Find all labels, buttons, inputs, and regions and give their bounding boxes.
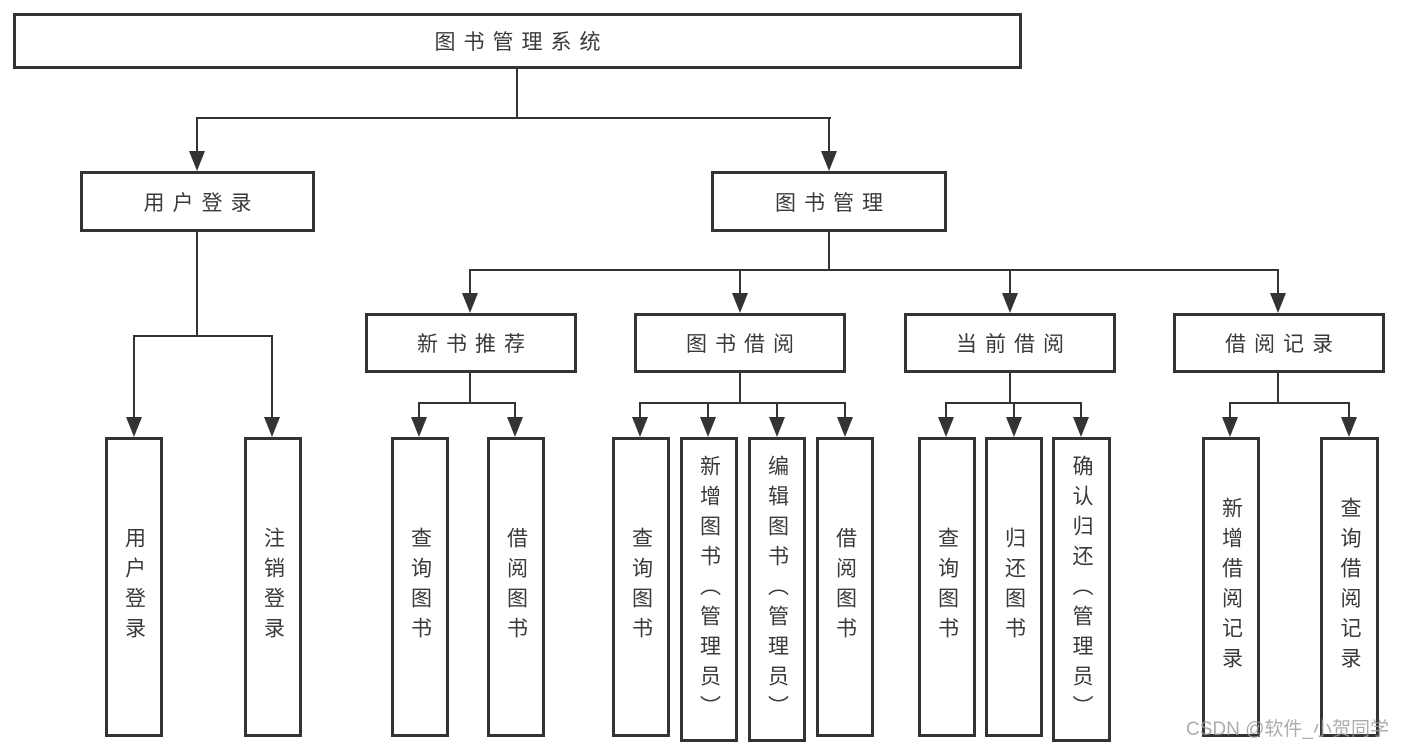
arrow-down-icon [1002,293,1018,313]
node-query-borrowing-record: 查询借阅记录 [1320,437,1379,737]
connector-shaft [1348,402,1350,419]
connector-shaft [776,402,778,419]
node-logout: 注销登录 [244,437,302,737]
connector-stub [469,372,471,403]
node-book-borrowing: 图书借阅 [634,313,846,373]
connector-shaft [271,335,273,417]
connector-shaft [739,269,741,295]
connector-shaft [945,402,947,419]
node-book-management-system: 图书管理系统 [13,13,1022,69]
connector-shaft [1277,269,1279,295]
connector-shaft [133,335,135,417]
node-edit-books-admin: 编辑图书（管理员） [748,437,806,742]
node-label: 图书管理系统 [434,31,609,54]
node-label: 新增借阅记录 [1219,497,1243,677]
connector-shaft [639,402,641,419]
arrow-down-icon [732,293,748,313]
arrow-down-icon [411,417,427,437]
node-return-books: 归还图书 [985,437,1043,737]
arrow-down-icon [700,417,716,437]
watermark: CSDN @软件_小贺同学 [1186,719,1389,740]
node-borrow-books-recommendation: 借阅图书 [487,437,545,737]
node-add-books-admin: 新增图书（管理员） [680,437,738,742]
connector-root-stub [516,69,518,118]
arrow-down-icon [1222,417,1238,437]
connector-shaft [469,269,471,295]
connector-shaft [1080,402,1082,419]
node-label: 新增图书（管理员） [697,454,721,725]
node-label: 查询图书 [629,527,653,647]
connector-rail [639,402,846,404]
node-borrowing-records: 借阅记录 [1173,313,1385,373]
arrow-down-icon [507,417,523,437]
connector-shaft [1229,402,1231,419]
node-user-login-branch: 用户登录 [80,171,315,232]
connector-shaft [844,402,846,419]
node-label: 借阅图书 [504,527,528,647]
node-book-management-branch: 图书管理 [711,171,947,232]
node-label: 归还图书 [1002,527,1026,647]
connector-shaft [1013,402,1015,419]
node-query-books-current: 查询图书 [918,437,976,737]
node-label: 确认归还（管理员） [1070,454,1093,725]
node-label: 编辑图书（管理员） [765,454,789,725]
node-label: 查询图书 [935,527,959,647]
connector-user-login-rail [133,335,273,337]
node-add-borrowing-record: 新增借阅记录 [1202,437,1260,737]
arrow-down-icon [189,151,205,171]
node-confirm-return-admin: 确认归还（管理员） [1052,437,1111,742]
arrow-down-icon [837,417,853,437]
arrow-down-icon [264,417,280,437]
node-label: 图书借阅 [686,333,802,356]
connector-shaft [514,402,516,419]
connector-rail [1229,402,1350,404]
arrow-down-icon [632,417,648,437]
arrow-down-icon [1073,417,1089,437]
connector-stub [1277,372,1279,403]
node-query-books-recommendation: 查询图书 [391,437,449,737]
connector-shaft [1009,269,1011,295]
arrow-down-icon [1270,293,1286,313]
node-label: 查询图书 [408,527,432,647]
node-label: 查询借阅记录 [1338,497,1361,677]
arrow-down-icon [126,417,142,437]
arrow-down-icon [821,151,837,171]
node-current-borrowing: 当前借阅 [904,313,1116,373]
arrow-down-icon [1341,417,1357,437]
arrow-down-icon [769,417,785,437]
node-label: 图书管理 [775,191,891,215]
node-new-book-recommendation: 新书推荐 [365,313,577,373]
node-label: 新书推荐 [417,333,533,356]
connector-level1-rail [196,117,831,119]
connector-stub [739,372,741,403]
node-label: 借阅记录 [1225,333,1341,356]
connector-shaft [418,402,420,419]
connector-rail [418,402,516,404]
node-borrow-books-leaf: 借阅图书 [816,437,874,737]
node-query-books-borrowing: 查询图书 [612,437,670,737]
arrow-down-icon [1006,417,1022,437]
connector-shaft [828,117,830,151]
node-label: 用户登录 [143,191,260,215]
arrow-down-icon [462,293,478,313]
node-label: 用户登录 [122,527,146,647]
connector-shaft [196,117,198,151]
connector-book-mgmt-stub [828,231,830,271]
node-label: 借阅图书 [833,527,857,647]
connector-user-login-stub [196,231,198,336]
arrow-down-icon [938,417,954,437]
node-user-login-leaf: 用户登录 [105,437,163,737]
node-label: 注销登录 [261,527,285,647]
connector-level2-rail [469,269,1279,271]
connector-stub [1009,372,1011,403]
connector-shaft [707,402,709,419]
node-label: 当前借阅 [956,333,1072,356]
